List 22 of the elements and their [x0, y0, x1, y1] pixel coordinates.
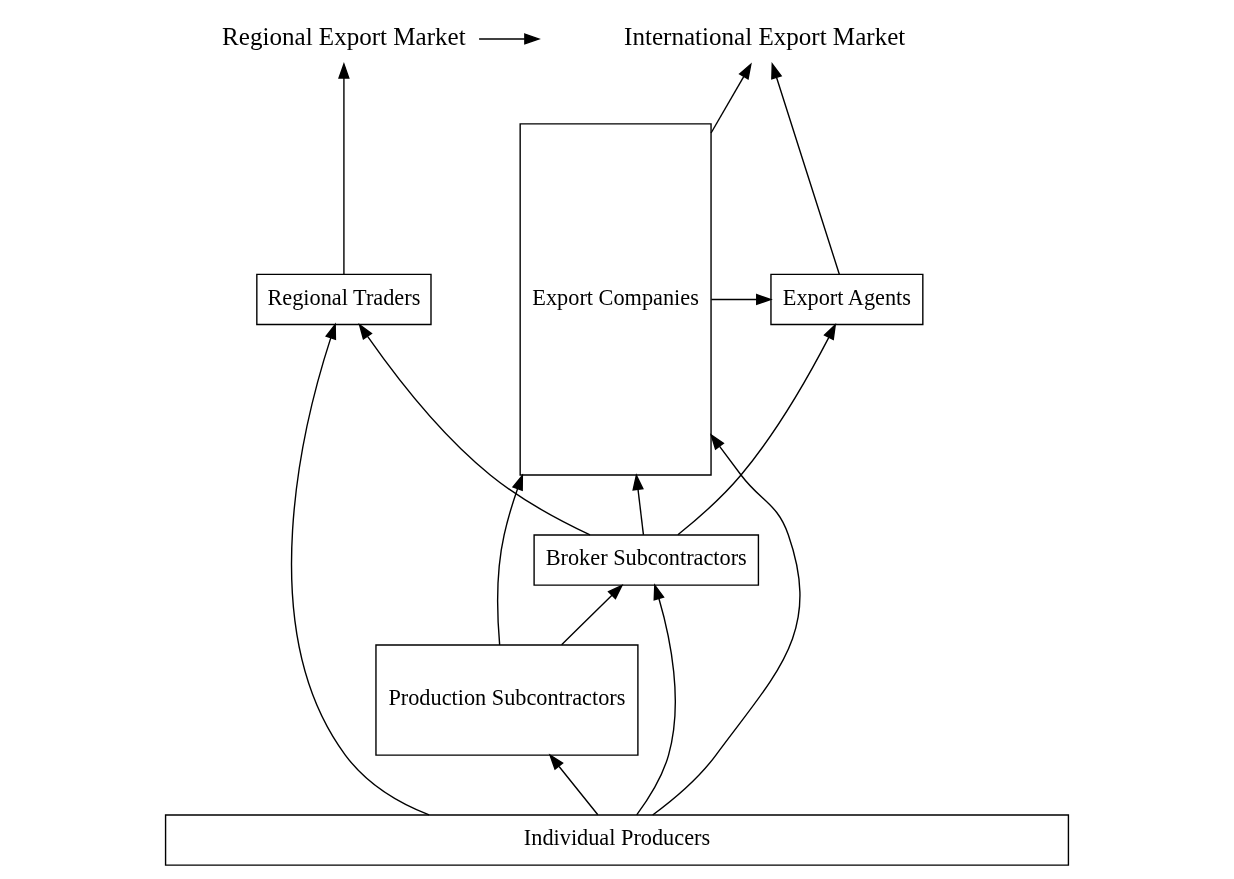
node-box: Regional Traders	[256, 273, 432, 326]
node-box: Individual Producers	[164, 814, 1070, 866]
arrow	[496, 473, 524, 646]
arrow	[771, 62, 840, 275]
arrow	[338, 61, 350, 275]
arrow	[560, 583, 624, 646]
node-box: Broker Subcontractors	[533, 534, 760, 586]
node-box: Export Companies	[519, 123, 712, 476]
arrow	[652, 433, 801, 816]
arrow	[677, 323, 837, 536]
arrow	[290, 322, 430, 816]
arrow	[710, 62, 752, 134]
arrow	[478, 33, 541, 45]
arrow	[548, 753, 599, 816]
arrow	[358, 323, 591, 536]
arrow	[632, 473, 645, 536]
arrow	[636, 583, 676, 816]
node-box: Export Agents	[770, 273, 924, 326]
node-text: Regional Export Market	[222, 23, 466, 51]
node-box: Production Subcontractors	[375, 644, 639, 756]
arrow	[710, 293, 773, 306]
node-text: International Export Market	[624, 23, 906, 51]
